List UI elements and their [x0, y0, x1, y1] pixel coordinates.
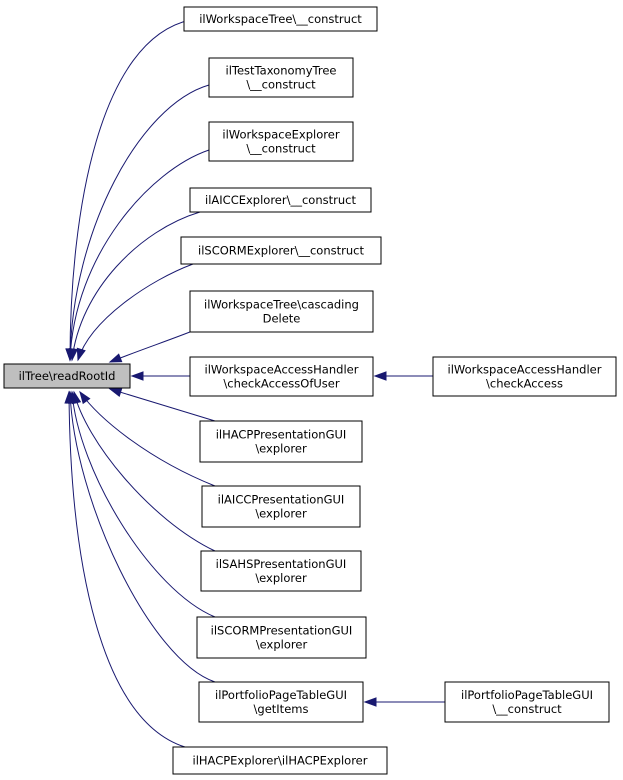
node-label: \explorer: [255, 571, 307, 585]
edge-line: [68, 391, 186, 748]
node-label: ilSAHSPresentationGUI: [216, 557, 347, 571]
node-label: ilHACPExplorer\ilHACPExplorer: [193, 754, 368, 768]
node-label: ilTestTaxonomyTree: [226, 64, 337, 78]
node-label: ilSCORMExplorer\__construct: [198, 244, 364, 258]
node-label: ilWorkspaceTree\__construct: [199, 12, 362, 26]
node-box: [3, 363, 131, 389]
edge-line: [69, 391, 216, 683]
node-ws-tree-construct[interactable]: ilWorkspaceTree\__construct: [183, 6, 378, 32]
node-label: \__construct: [492, 702, 562, 716]
node-box: [208, 121, 354, 162]
node-box: [208, 57, 354, 98]
node-ws-access-check[interactable]: ilWorkspaceAccessHandler\checkAccess: [432, 356, 617, 397]
node-box: [196, 616, 367, 659]
node-box: [199, 420, 363, 463]
edge-portfolio-get-items: [65, 390, 216, 683]
node-label: ilWorkspaceAccessHandler: [205, 363, 359, 377]
edge-line: [73, 391, 216, 552]
node-scorm-explorer-construct[interactable]: ilSCORMExplorer\__construct: [180, 236, 382, 265]
node-label: Delete: [263, 312, 301, 326]
node-label: ilSCORMPresentationGUI: [211, 624, 353, 638]
edge-aicc-explorer-construct: [68, 211, 201, 362]
node-label: \explorer: [255, 442, 307, 456]
node-label: \checkAccessOfUser: [223, 377, 339, 391]
edge-portfolio-construct: [363, 697, 445, 707]
node-label: ilTree\readRootId: [19, 369, 116, 383]
node-scorm-pres-explorer[interactable]: ilSCORMPresentationGUI\explorer: [196, 616, 367, 659]
arrowhead-icon: [108, 387, 123, 397]
edge-line: [71, 391, 216, 618]
node-label: ilAICCExplorer\__construct: [205, 193, 356, 207]
arrowhead-icon: [68, 348, 78, 362]
edge-ws-tree-construct: [65, 19, 191, 362]
node-test-tax-construct[interactable]: ilTestTaxonomyTree\__construct: [208, 57, 354, 98]
nodes: ilTree\readRootId ilWorkspaceTree\__const…: [3, 6, 617, 775]
node-label: \explorer: [256, 638, 308, 652]
node-box: [189, 290, 374, 333]
node-ws-explorer-construct[interactable]: ilWorkspaceExplorer\__construct: [208, 121, 354, 162]
node-label: ilHACPPresentationGUI: [216, 428, 347, 442]
edge-hacp-explorer: [64, 390, 186, 748]
edge-line: [109, 388, 216, 422]
node-sahs-pres-explorer[interactable]: ilSAHSPresentationGUI\explorer: [200, 550, 362, 592]
arrowhead-icon: [108, 353, 123, 363]
edge-line: [79, 391, 216, 487]
node-box: [189, 187, 372, 213]
edge-ws-access-check-user: [130, 371, 190, 381]
edge-ws-access-check: [373, 371, 433, 381]
node-label: \checkAccess: [486, 377, 563, 391]
arrowhead-icon: [373, 371, 387, 381]
edge-ws-tree-cascading: [108, 329, 196, 363]
edge-line: [109, 329, 196, 363]
node-ws-access-check-user[interactable]: ilWorkspaceAccessHandler\checkAccessOfUs…: [189, 356, 374, 397]
node-label: ilAICCPresentationGUI: [218, 493, 345, 507]
node-label: \explorer: [255, 507, 307, 521]
node-box: [432, 356, 617, 397]
node-readRootId[interactable]: ilTree\readRootId: [3, 363, 131, 389]
edge-line: [69, 149, 210, 361]
node-label: \__construct: [246, 78, 316, 92]
arrowhead-icon: [130, 371, 144, 381]
edge-scorm-explorer-construct: [76, 263, 194, 362]
node-box: [444, 681, 610, 723]
edge-line: [77, 263, 194, 361]
node-aicc-explorer-construct[interactable]: ilAICCExplorer\__construct: [189, 187, 372, 213]
edge-line: [71, 211, 201, 361]
node-label: ilWorkspaceAccessHandler: [448, 363, 602, 377]
arrowhead-icon: [76, 347, 86, 362]
node-box: [201, 485, 361, 528]
node-label: ilPortfolioPageTableGUI: [215, 688, 347, 702]
edge-line: [69, 19, 191, 361]
node-label: \__construct: [246, 142, 316, 156]
arrowhead-icon: [79, 390, 91, 405]
node-aicc-pres-explorer[interactable]: ilAICCPresentationGUI\explorer: [201, 485, 361, 528]
edge-test-tax-construct: [65, 84, 210, 362]
arrowhead-icon: [64, 390, 74, 404]
node-portfolio-get-items[interactable]: ilPortfolioPageTableGUI\getItems: [198, 681, 364, 723]
node-box: [172, 746, 388, 775]
node-hacp-pres-explorer[interactable]: ilHACPPresentationGUI\explorer: [199, 420, 363, 463]
node-portfolio-construct[interactable]: ilPortfolioPageTableGUI\__construct: [444, 681, 610, 723]
edge-scorm-pres-explorer: [68, 390, 216, 618]
node-box: [189, 356, 374, 397]
node-label: ilPortfolioPageTableGUI: [461, 688, 593, 702]
edge-hacp-pres-explorer: [108, 387, 216, 422]
edge-line: [69, 84, 210, 361]
node-label: \getItems: [254, 702, 309, 716]
node-box: [200, 550, 362, 592]
edges: [64, 19, 445, 748]
node-box: [198, 681, 364, 723]
node-box: [180, 236, 382, 265]
node-hacp-explorer[interactable]: ilHACPExplorer\ilHACPExplorer: [172, 746, 388, 775]
arrowhead-icon: [363, 697, 377, 707]
node-label: ilWorkspaceExplorer: [222, 128, 339, 142]
node-box: [183, 6, 378, 32]
node-label: ilWorkspaceTree\cascading: [204, 298, 359, 312]
edge-aicc-pres-explorer: [79, 390, 216, 487]
